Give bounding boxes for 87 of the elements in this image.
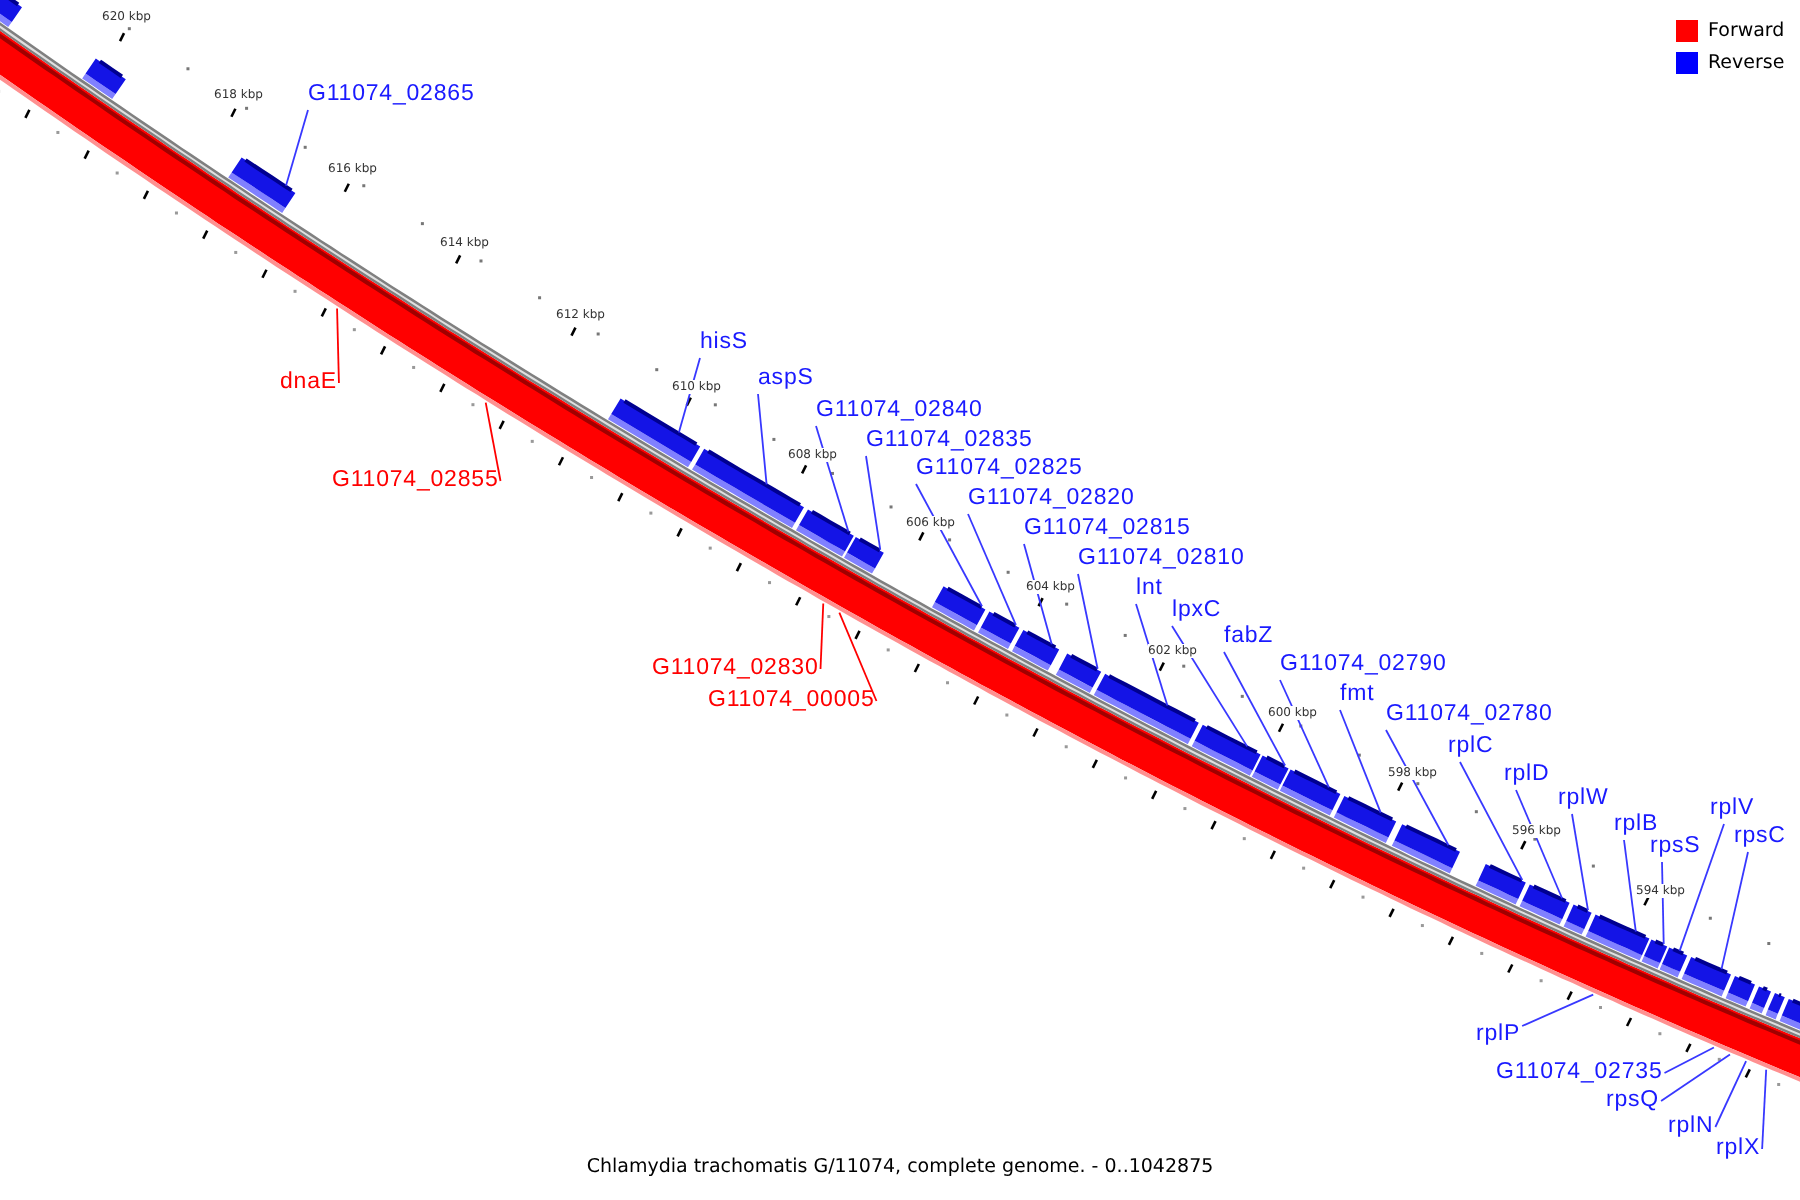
leader-line — [1521, 993, 1595, 1027]
leader-line — [1660, 1053, 1731, 1102]
gene-block — [1093, 673, 1199, 745]
caption: Chlamydia trachomatis G/11074, complete genome. - 0..1042875 — [584, 1156, 1216, 1178]
gene-label: fabZ — [1224, 624, 1274, 650]
leader-line — [1023, 543, 1053, 646]
leader-line — [1714, 1060, 1747, 1128]
gene-label: G11074_02825 — [916, 456, 1083, 482]
gene-block — [1279, 769, 1341, 816]
leader-line — [838, 611, 878, 702]
gene-label: rplN — [1668, 1114, 1714, 1140]
gene-label: rplC — [1448, 734, 1494, 760]
leader-line — [1761, 1068, 1768, 1150]
gene-block — [1391, 824, 1460, 874]
leader-line — [967, 513, 1017, 626]
gene-label: G11074_02810 — [1078, 546, 1245, 572]
leader-line — [1223, 651, 1286, 767]
leader-line — [1678, 823, 1725, 952]
gene-label: G11074_02840 — [816, 398, 983, 424]
gene-block — [1749, 986, 1771, 1014]
gene-block — [1191, 724, 1261, 776]
gene-label: lnt — [1136, 576, 1163, 602]
gene-block — [1563, 904, 1592, 935]
gene-block — [1641, 939, 1668, 969]
gene-block — [1012, 630, 1060, 671]
leader-line — [336, 307, 340, 384]
gene-label: rplB — [1614, 812, 1659, 838]
gene-block — [1765, 993, 1785, 1020]
gene-label: fmt — [1340, 682, 1375, 708]
gene-label: G11074_02780 — [1386, 702, 1553, 728]
gene-label: hisS — [700, 330, 748, 356]
gene-label: rpsQ — [1606, 1088, 1660, 1114]
leader-line — [865, 455, 882, 551]
gene-block — [796, 509, 854, 557]
gene-block — [1585, 914, 1650, 961]
leader-line — [757, 393, 768, 486]
gene-block — [1333, 796, 1397, 843]
leader-line — [285, 109, 309, 187]
gene-block — [608, 398, 701, 468]
leader-line — [484, 401, 502, 482]
gene-block — [228, 157, 296, 213]
legend-label: Forward — [1708, 20, 1785, 42]
leader-line — [1339, 709, 1382, 814]
gene-block — [1475, 864, 1526, 905]
gene-label: lpxC — [1172, 598, 1222, 624]
gene-label: rplX — [1716, 1136, 1761, 1162]
gene-label: dnaE — [280, 370, 337, 396]
gene-block — [82, 58, 126, 99]
leader-line — [1385, 729, 1450, 847]
leader-line — [1077, 573, 1099, 670]
gene-label: aspS — [758, 366, 814, 392]
gene-label: rplW — [1558, 786, 1609, 812]
gene-block — [1055, 653, 1102, 693]
gene-block — [1659, 947, 1688, 978]
gene-block — [1681, 957, 1731, 997]
leader-line — [1623, 839, 1637, 933]
leader-line — [1515, 789, 1563, 900]
leader-line — [815, 425, 850, 533]
gene-label: G11074_02865 — [308, 82, 475, 108]
leader-line — [1720, 851, 1749, 971]
leader-line — [1571, 813, 1589, 911]
gene-block — [0, 0, 22, 27]
gene-block — [978, 611, 1020, 649]
legend-label: Reverse — [1708, 52, 1785, 74]
gene-block — [844, 537, 884, 574]
leader-line — [915, 483, 983, 608]
leader-line — [1459, 761, 1524, 881]
gene-label: G11074_02855 — [332, 468, 499, 494]
leader-line — [1279, 679, 1330, 789]
gene-label: G11074_02815 — [1024, 516, 1191, 542]
gene-label: G11074_02790 — [1280, 652, 1447, 678]
gene-label: rpsS — [1650, 834, 1701, 860]
gene-label: G11074_02820 — [968, 486, 1135, 512]
gene-label: G11074_02835 — [866, 428, 1033, 454]
leader-line — [1663, 1046, 1715, 1074]
gene-block — [932, 586, 986, 631]
leader-line — [1171, 625, 1248, 748]
leader-line — [819, 602, 825, 670]
gene-label: G11074_02830 — [652, 656, 819, 682]
gene-label: G11074_02735 — [1496, 1060, 1663, 1086]
gene-block — [1251, 755, 1289, 790]
gene-label: G11074_00005 — [708, 688, 875, 714]
gene-label: rplV — [1710, 796, 1755, 822]
gene-label: rplP — [1476, 1022, 1521, 1048]
gene-label: rplD — [1504, 762, 1550, 788]
gene-label: rpsC — [1734, 824, 1786, 850]
leader-line — [1661, 861, 1665, 945]
